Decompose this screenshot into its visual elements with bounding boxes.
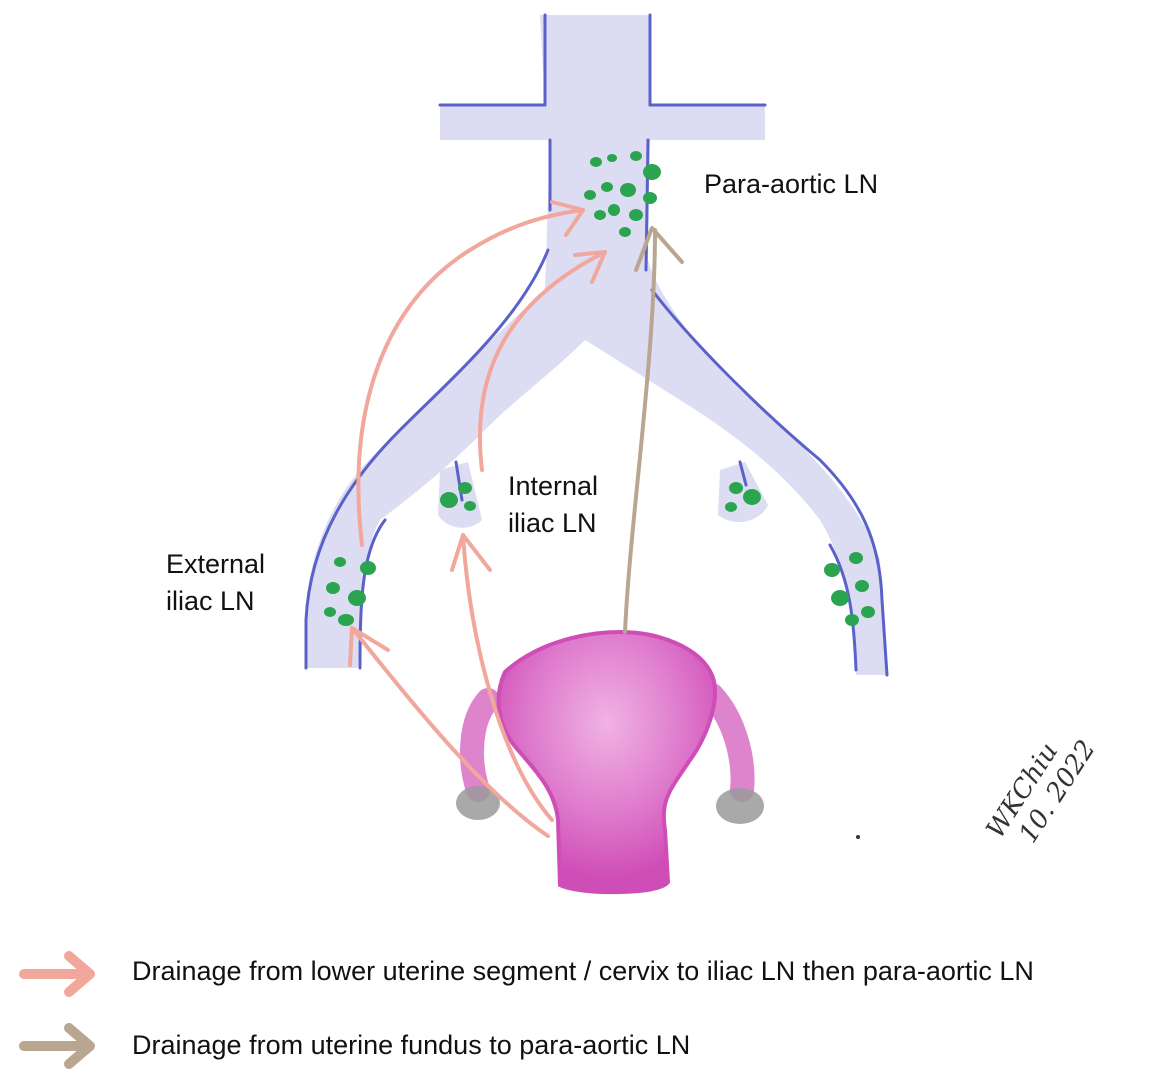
internal-iliac-right-line	[738, 460, 748, 487]
lymph-node	[643, 192, 657, 204]
right-fallopian-tube	[700, 683, 755, 802]
lymph-node	[620, 183, 636, 197]
internal-iliac-nodes-right	[725, 482, 761, 512]
legend-brown-text: Drainage from uterine fundus to para-aor…	[132, 1030, 691, 1060]
pink-arrow-icon	[19, 951, 95, 997]
lymph-node	[630, 151, 642, 161]
left-fallopian-tube	[460, 688, 500, 802]
para-aortic-nodes	[584, 151, 661, 237]
left-common-iliac-outer	[304, 248, 550, 670]
pink-arrowhead	[550, 200, 585, 237]
para-aortic-label: Para-aortic LN	[704, 169, 879, 199]
external-iliac-label-line2: iliac LN	[166, 586, 255, 616]
lymph-node	[831, 590, 849, 606]
lymph-node	[338, 614, 354, 626]
brown-arrow-fundus-to-para-aortic	[623, 228, 657, 634]
lymph-node	[861, 606, 875, 618]
internal-iliac-left-line	[454, 460, 464, 502]
pink-drainage-arrows	[348, 200, 607, 838]
lymph-node	[845, 614, 859, 626]
lymph-node	[629, 209, 643, 221]
left-internal-inner	[358, 518, 387, 670]
lymph-node	[334, 557, 346, 567]
lymph-node	[855, 580, 869, 592]
stray-dot	[856, 835, 860, 839]
lymph-node	[348, 590, 366, 606]
lymph-node	[360, 561, 376, 575]
external-iliac-nodes-left	[324, 557, 376, 626]
pink-arrowhead	[348, 626, 390, 667]
internal-iliac-nodes-left	[440, 482, 476, 511]
lymph-node	[584, 190, 596, 200]
lymph-nodes	[324, 151, 875, 626]
brown-arrow-icon	[19, 1023, 95, 1069]
lymph-node	[643, 164, 661, 180]
lymph-node	[324, 607, 336, 617]
lymph-node	[464, 501, 476, 511]
internal-iliac-label-line2: iliac LN	[508, 508, 597, 538]
lymph-node	[326, 582, 340, 594]
lymph-node	[608, 204, 620, 216]
pink-arrow-to-external-iliac	[350, 626, 550, 838]
lymph-node	[725, 502, 737, 512]
brown-arrowhead	[634, 226, 684, 272]
external-iliac-nodes-right	[824, 552, 875, 626]
uterus-body	[496, 629, 717, 895]
lymph-node	[601, 182, 613, 192]
lymph-node	[440, 492, 458, 508]
right-ovary	[716, 788, 764, 824]
right-common-iliac-outer	[650, 288, 889, 677]
internal-iliac-label-line1: Internal	[508, 471, 599, 501]
pink-arrow-internal-to-para-aortic	[477, 250, 607, 472]
pink-arrow-to-internal-iliac	[461, 533, 554, 822]
lymph-node	[729, 482, 743, 494]
brown-drainage-arrow	[623, 226, 684, 634]
left-ovary	[456, 786, 500, 820]
pink-arrow-external-to-para-aortic	[356, 208, 585, 547]
lymph-node	[458, 482, 472, 494]
lymph-node	[849, 552, 863, 564]
lymph-node	[824, 563, 840, 577]
uterus	[456, 629, 764, 895]
lymph-node	[590, 157, 602, 167]
lymph-node	[619, 227, 631, 237]
lymph-node	[743, 489, 761, 505]
aorta	[306, 15, 887, 675]
external-iliac-label-line1: External	[166, 549, 266, 579]
right-iliac-inner	[828, 543, 858, 672]
lymph-node	[607, 154, 617, 162]
aorta-and-iliac-vessels	[304, 13, 889, 677]
pink-arrowhead	[450, 533, 492, 572]
legend-pink-text: Drainage from lower uterine segment / ce…	[132, 956, 1034, 986]
author-signature: WKChiu 10. 2022	[981, 735, 1102, 848]
pink-arrowhead	[573, 250, 607, 284]
aorta-right-lower-wall	[644, 138, 650, 272]
lymph-node	[594, 210, 606, 220]
